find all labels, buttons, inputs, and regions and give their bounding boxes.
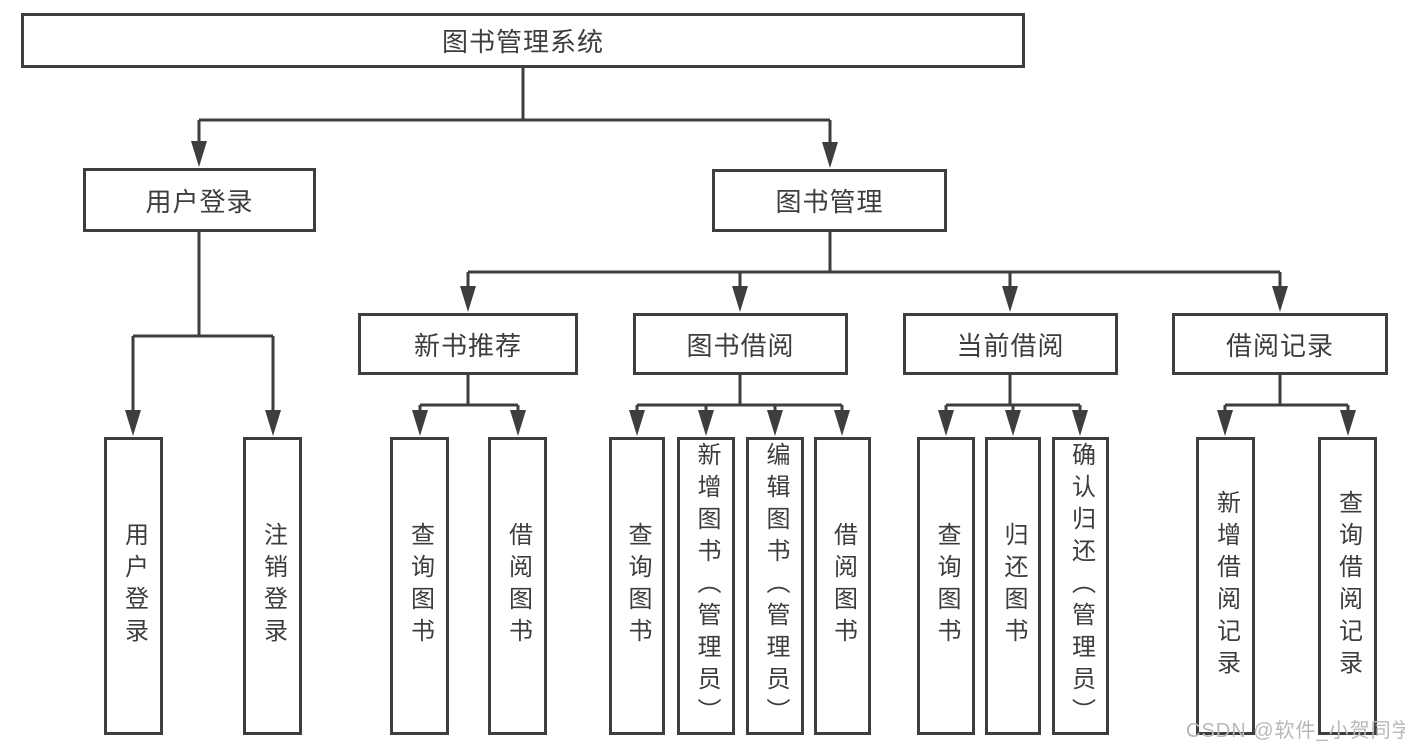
node-new-book-recommendation: 新书推荐 bbox=[358, 313, 578, 375]
leaf-label: 新增图书（管理员） bbox=[693, 442, 720, 730]
leaf-query-borrow-record: 查询借阅记录 bbox=[1318, 437, 1377, 735]
leaf-label: 借阅图书 bbox=[504, 522, 532, 650]
leaf-logout: 注销登录 bbox=[243, 437, 302, 735]
node-label: 图书管理系统 bbox=[441, 27, 604, 57]
node-user-login: 用户登录 bbox=[83, 168, 316, 232]
node-borrowing-records: 借阅记录 bbox=[1172, 313, 1388, 375]
arrowheads bbox=[125, 141, 1356, 436]
leaf-add-book-admin: 新增图书（管理员） bbox=[677, 437, 735, 735]
leaf-label: 注销登录 bbox=[259, 522, 287, 650]
leaf-label: 编辑图书（管理员） bbox=[762, 442, 789, 730]
leaf-borrow-books-recommend: 借阅图书 bbox=[488, 437, 547, 735]
leaf-label: 查询图书 bbox=[406, 522, 434, 650]
leaf-borrow-books-borrowing: 借阅图书 bbox=[814, 437, 871, 735]
leaf-label: 借阅图书 bbox=[829, 522, 857, 650]
node-label: 用户登录 bbox=[145, 186, 254, 217]
leaf-query-books-current: 查询图书 bbox=[917, 437, 975, 735]
leaf-label: 新增借阅记录 bbox=[1212, 490, 1240, 682]
leaf-label: 用户登录 bbox=[120, 522, 148, 650]
leaf-edit-book-admin: 编辑图书（管理员） bbox=[746, 437, 804, 735]
csdn-watermark: CSDN @软件_小贺同学 bbox=[1186, 720, 1405, 742]
node-label: 借阅记录 bbox=[1225, 330, 1334, 361]
node-book-borrowing: 图书借阅 bbox=[633, 313, 848, 375]
leaf-label: 查询图书 bbox=[624, 522, 651, 650]
leaf-add-borrow-record: 新增借阅记录 bbox=[1196, 437, 1255, 735]
node-label: 当前借阅 bbox=[956, 330, 1065, 361]
node-library-management-system: 图书管理系统 bbox=[21, 13, 1025, 68]
leaf-confirm-return-admin: 确认归还（管理员） bbox=[1052, 437, 1109, 735]
node-book-management: 图书管理 bbox=[712, 169, 947, 232]
leaf-label: 归还图书 bbox=[1000, 522, 1027, 650]
node-label: 图书借阅 bbox=[686, 330, 795, 361]
leaf-label: 查询借阅记录 bbox=[1334, 490, 1362, 682]
leaf-user-login: 用户登录 bbox=[104, 437, 163, 735]
node-label: 图书管理 bbox=[775, 187, 884, 217]
leaf-query-books-recommend: 查询图书 bbox=[390, 437, 449, 735]
node-current-borrowing: 当前借阅 bbox=[903, 313, 1118, 375]
leaf-query-books-borrowing: 查询图书 bbox=[609, 437, 665, 735]
leaf-return-books: 归还图书 bbox=[985, 437, 1041, 735]
leaf-label: 确认归还（管理员） bbox=[1067, 442, 1095, 730]
leaf-label: 查询图书 bbox=[933, 522, 960, 650]
node-label: 新书推荐 bbox=[413, 330, 522, 361]
